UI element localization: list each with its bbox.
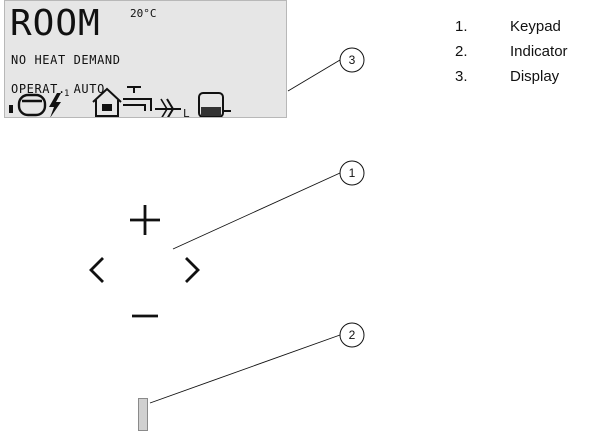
callout-1: 1 [172, 160, 365, 250]
display-operation-line: OPERAT. AUTO [11, 82, 105, 96]
right-arrow-icon[interactable]: > [185, 257, 200, 283]
callout-number: 1 [349, 166, 356, 180]
lightning-icon: 1 [49, 89, 69, 117]
left-arrow-icon[interactable]: < [89, 257, 104, 283]
display-icons: 1 L [9, 86, 231, 118]
callout-number: 3 [349, 53, 356, 67]
plus-icon[interactable]: + [130, 205, 160, 235]
minus-label: − [145, 319, 146, 321]
display-status-line: NO HEAT DEMAND [11, 53, 121, 67]
callout-number: 2 [349, 328, 356, 342]
callout-3: 3 [287, 47, 365, 92]
legend-number: 3. [455, 68, 468, 85]
tap-icon [123, 86, 152, 111]
tank-icon [198, 92, 231, 117]
pump-subscript: L [183, 107, 190, 118]
boiler-icon [17, 93, 47, 117]
callout-2: 2 [149, 322, 365, 404]
lightning-superscript: 1 [64, 89, 69, 99]
legend-label: Keypad [510, 18, 561, 35]
right-label: > [192, 270, 193, 273]
indicator-led [138, 398, 148, 431]
keypad: + < > − [89, 205, 200, 321]
legend-number: 1. [455, 18, 468, 35]
minus-icon[interactable]: − [132, 314, 158, 321]
left-label: < [97, 270, 98, 273]
display-mode-text: ROOM [10, 3, 101, 44]
house-icon [92, 87, 122, 117]
pump-icon: L [155, 98, 190, 118]
legend-label: Indicator [510, 43, 568, 60]
legend-number: 2. [455, 43, 468, 60]
indicator-block-icon [9, 105, 13, 113]
display-temperature: 20°C [130, 7, 157, 20]
display-screen: ROOM 20°C NO HEAT DEMAND OPERAT. AUTO 1 [4, 0, 287, 118]
legend-label: Display [510, 68, 560, 85]
